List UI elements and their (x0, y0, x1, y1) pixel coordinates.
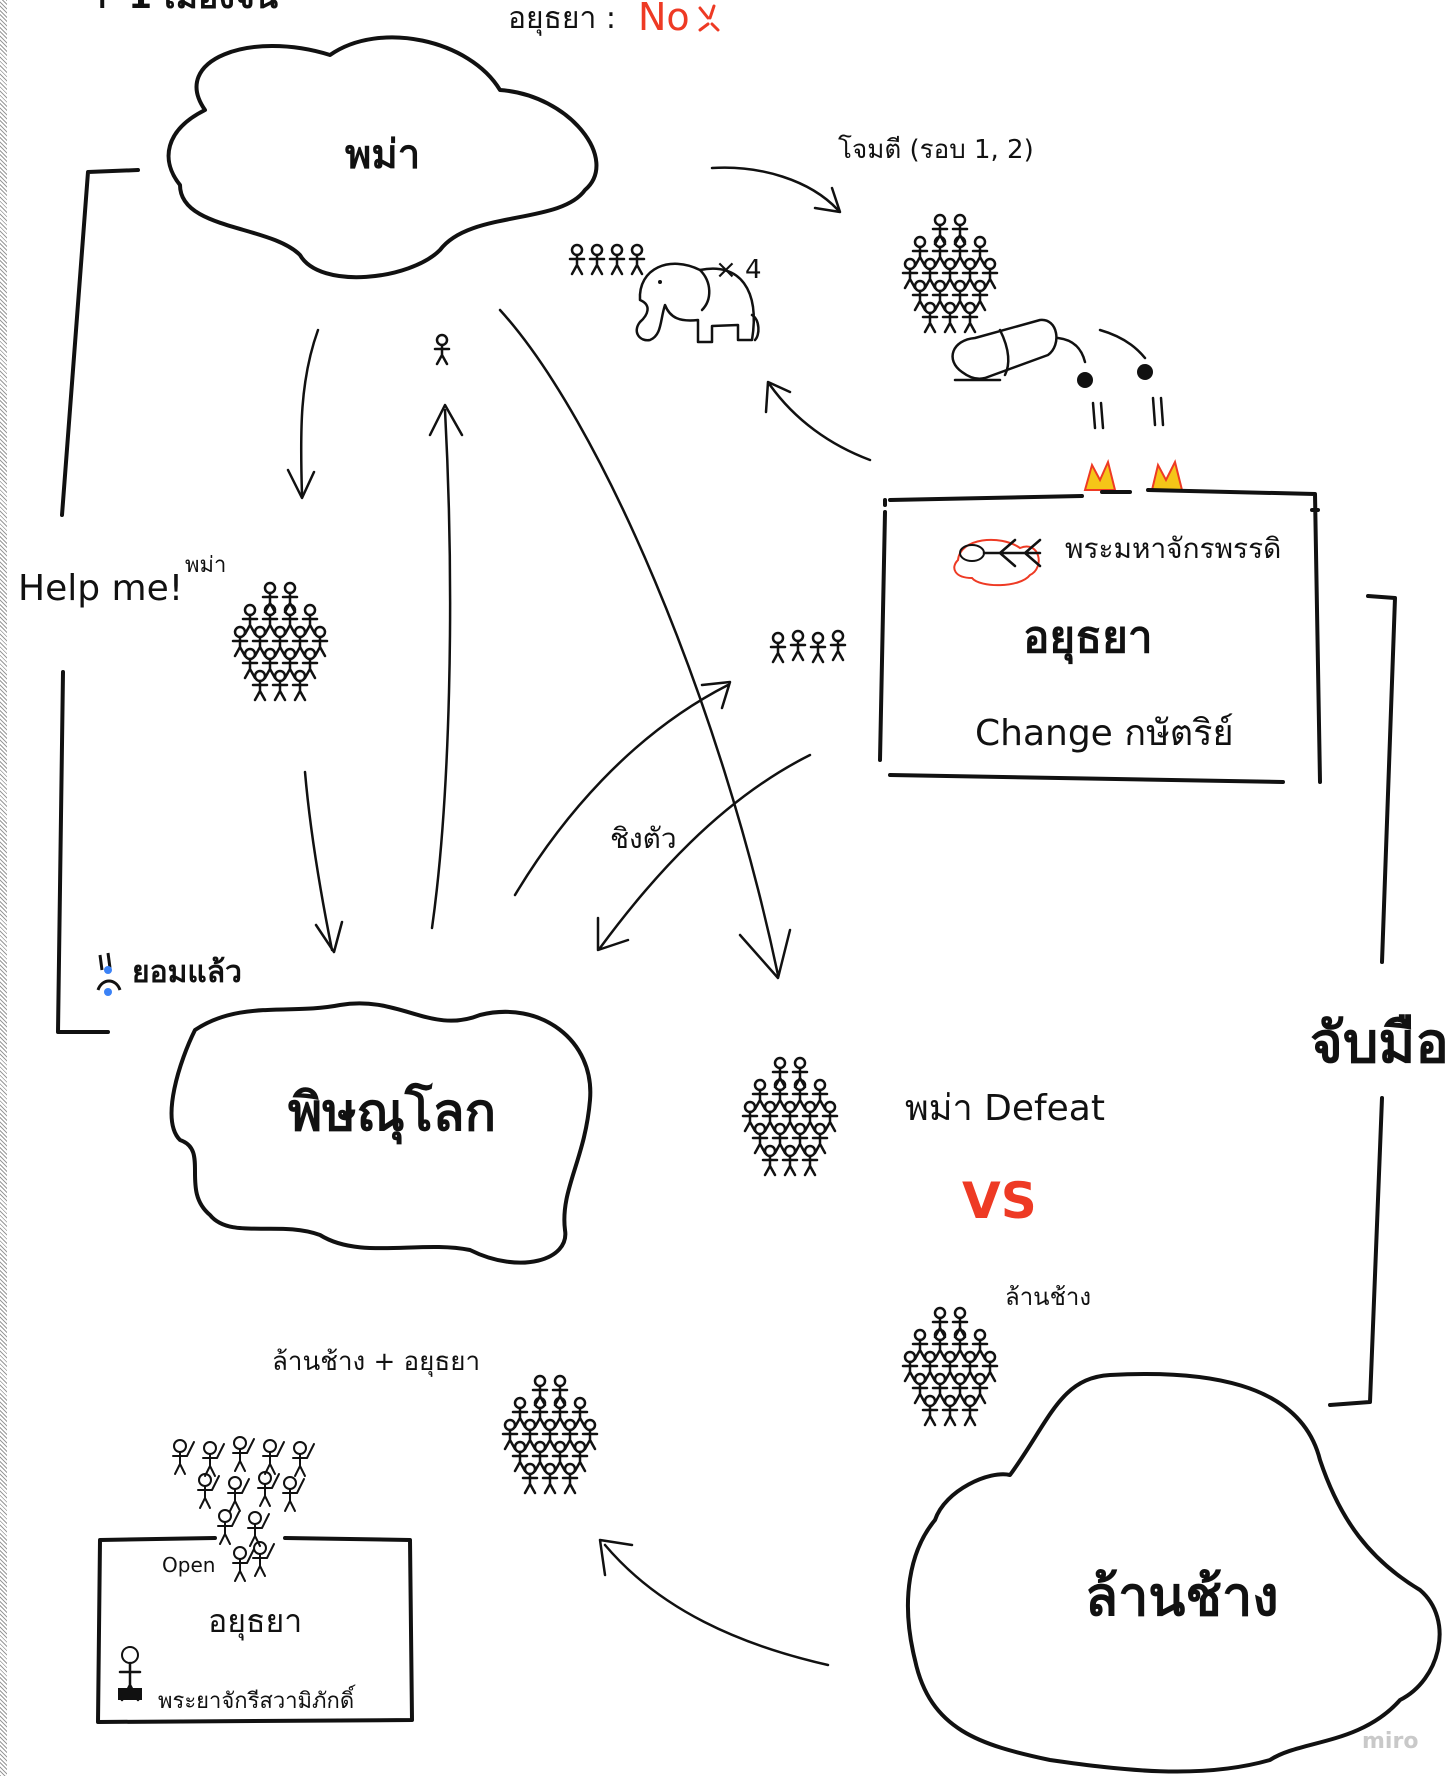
lanchang-cloud[interactable] (905, 1371, 1442, 1774)
open-label: Open (162, 1553, 215, 1577)
ayutthaya-small-box[interactable] (96, 1536, 414, 1724)
arrowhead (596, 916, 630, 952)
arrowhead (314, 920, 344, 954)
arrowhead (738, 928, 792, 980)
help-me-label: Help me! (18, 568, 183, 609)
sad-face-icon (96, 952, 122, 996)
burma-title: พม่า (345, 132, 420, 178)
kneeling-figure-icon (118, 1646, 142, 1702)
phitsanulok-cloud[interactable] (169, 1001, 593, 1265)
arrow-seize-out (513, 683, 730, 897)
arrow-seize-back (598, 753, 812, 950)
burma-troops-label: พม่า (185, 553, 226, 578)
king-sri-label: พระยาจักรีสวามิภักดิ์ (158, 1685, 356, 1714)
escort-soldier-icon (628, 243, 646, 276)
king-icon (953, 538, 1042, 587)
help-bracket-lower (56, 670, 110, 1034)
cannon-icon (951, 318, 1165, 430)
alliance-label: ล้านช้าง + อยุธยา (272, 1347, 480, 1377)
defeat-army-icon (743, 1058, 837, 1175)
lanchang-troops-label: ล้านช้าง (1005, 1283, 1091, 1311)
ayutthaya-title: อยุธยา (1023, 612, 1153, 665)
alliance-army-icon (503, 1376, 597, 1493)
arrow-phitsanulok-to-burma (430, 408, 452, 930)
ayutthaya-small-title: อยุธยา (208, 1602, 302, 1641)
help-bracket (60, 168, 140, 517)
arrow-troops-to-phitsanulok (303, 770, 334, 952)
burma-defeat-label: พม่า Defeat (905, 1088, 1105, 1129)
seize-soldier-icon (769, 631, 787, 664)
seize-soldier-icon (809, 631, 827, 664)
corner-note: + 1 เมืองจีน (88, 0, 278, 17)
anger-icon (698, 4, 720, 32)
arrowhead (764, 380, 792, 414)
vs-label: VS (962, 1172, 1037, 1230)
seize-label: ชิงตัว (610, 822, 677, 855)
ayutthaya-answer: No (638, 0, 690, 39)
escort-soldier-icon (568, 243, 586, 276)
attacking-army-icon (903, 215, 997, 332)
ayutthaya-box[interactable] (878, 488, 1322, 784)
arrowhead (813, 186, 842, 214)
fire-icon (1083, 458, 1184, 491)
arrowhead (286, 468, 316, 500)
arrow-attack (710, 166, 840, 212)
miro-logo: miro (1362, 1729, 1418, 1754)
single-soldier-icon (433, 333, 451, 366)
king-name-label: พระมหาจักรพรรดิ (1065, 532, 1281, 565)
elephant-icon (635, 262, 760, 344)
change-king-label: Change กษัตริย์ (975, 713, 1234, 754)
ayutthaya-question: อยุธยา : (508, 1, 616, 37)
arrow-burma-to-troops (299, 328, 320, 497)
burma-troops-icon (233, 583, 327, 700)
arrow-ayutthaya-to-elephant (768, 383, 872, 462)
phitsanulok-title: พิษณุโลก (288, 1081, 496, 1145)
burma-cloud[interactable] (166, 35, 599, 280)
elephant-count: × 4 (715, 255, 762, 285)
handshake-bracket (1366, 594, 1397, 964)
handshake-label: จับมือ (1310, 1011, 1449, 1076)
lanchang-title: ล้านช้าง (1085, 1565, 1279, 1628)
arrow-burma-to-defeat (498, 308, 780, 977)
arrowhead (700, 680, 732, 710)
attack-round-label: โจมตี (รอบ 1, 2) (838, 134, 1034, 165)
lanchang-army-icon (903, 1308, 997, 1425)
surrender-label: ยอมแล้ว (132, 955, 242, 990)
arrow-lanchang-to-alliance (603, 1543, 830, 1667)
arrowhead (598, 1538, 634, 1577)
handshake-bracket-lower (1328, 1096, 1384, 1407)
seize-soldier-icon (829, 629, 847, 662)
escort-soldier-icon (588, 243, 606, 276)
escort-soldier-icon (608, 243, 626, 276)
seize-soldier-icon (789, 629, 807, 662)
arrowhead (428, 403, 464, 437)
board-edge (0, 0, 7, 1776)
